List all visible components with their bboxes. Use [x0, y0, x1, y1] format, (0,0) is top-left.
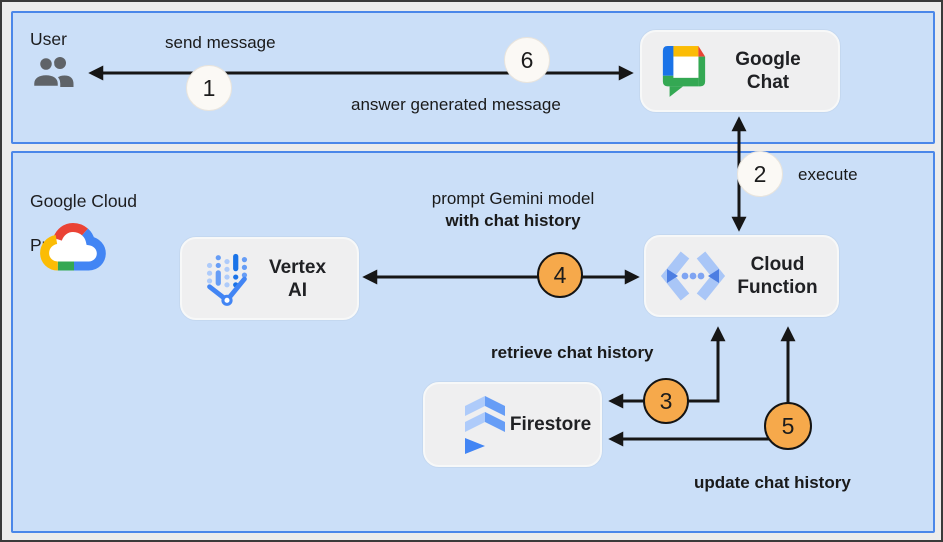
user-zone-label: User	[30, 29, 67, 49]
step-2-number: 2	[753, 160, 767, 187]
step-badge-5: 5	[764, 402, 812, 450]
firestore-label-line1: Firestore	[509, 414, 592, 435]
firestore-node: Firestore	[423, 382, 602, 467]
google-chat-label-line1: Google	[735, 49, 801, 70]
cloud-function-label-line1: Cloud	[750, 254, 805, 275]
vertex-ai-label-line2: AI	[288, 279, 307, 301]
vertex-ai-node: Vertex AI	[180, 237, 359, 320]
gcp-zone-label-line1: Google Cloud	[30, 191, 138, 211]
step-badge-2: 2	[737, 151, 783, 197]
step-badge-1: 1	[186, 65, 232, 111]
step-4-number: 4	[553, 261, 567, 288]
step-5-number: 5	[781, 412, 795, 439]
vertex-ai-icon	[202, 248, 252, 310]
firestore-label: Firestore	[505, 413, 600, 436]
step-6-number: 6	[520, 46, 534, 73]
cloud-function-label-line2: Function	[737, 277, 818, 298]
vertex-ai-label-line1: Vertex	[268, 256, 327, 278]
cloud-function-icon	[658, 250, 728, 302]
answer-message-label: answer generated message	[351, 95, 561, 114]
cloud-function-node: Cloud Function	[644, 235, 839, 317]
step-badge-3: 3	[643, 378, 689, 424]
google-chat-label: Google Chat	[708, 48, 838, 94]
google-chat-node: Google Chat	[640, 30, 840, 112]
vertex-ai-label: Vertex AI	[252, 256, 357, 302]
execute-label: execute	[798, 165, 858, 184]
google-chat-label-line2: Chat	[746, 72, 790, 93]
send-message-label: send message	[165, 33, 276, 52]
update-history-label: update chat history	[694, 473, 851, 492]
google-chat-icon	[660, 43, 708, 99]
prompt-gemini-label-line2: with chat history	[445, 211, 581, 230]
step-badge-6: 6	[504, 37, 550, 83]
retrieve-history-label: retrieve chat history	[491, 343, 654, 362]
step-1-number: 1	[202, 74, 216, 101]
google-cloud-icon	[40, 222, 106, 281]
prompt-gemini-label: prompt Gemini model with chat history	[383, 188, 643, 232]
prompt-gemini-label-line1: prompt Gemini model	[431, 189, 595, 208]
firestore-icon	[465, 395, 505, 454]
users-icon	[31, 54, 76, 93]
cloud-function-label: Cloud Function	[728, 253, 837, 299]
step-badge-4: 4	[537, 252, 583, 298]
step-3-number: 3	[659, 387, 673, 414]
